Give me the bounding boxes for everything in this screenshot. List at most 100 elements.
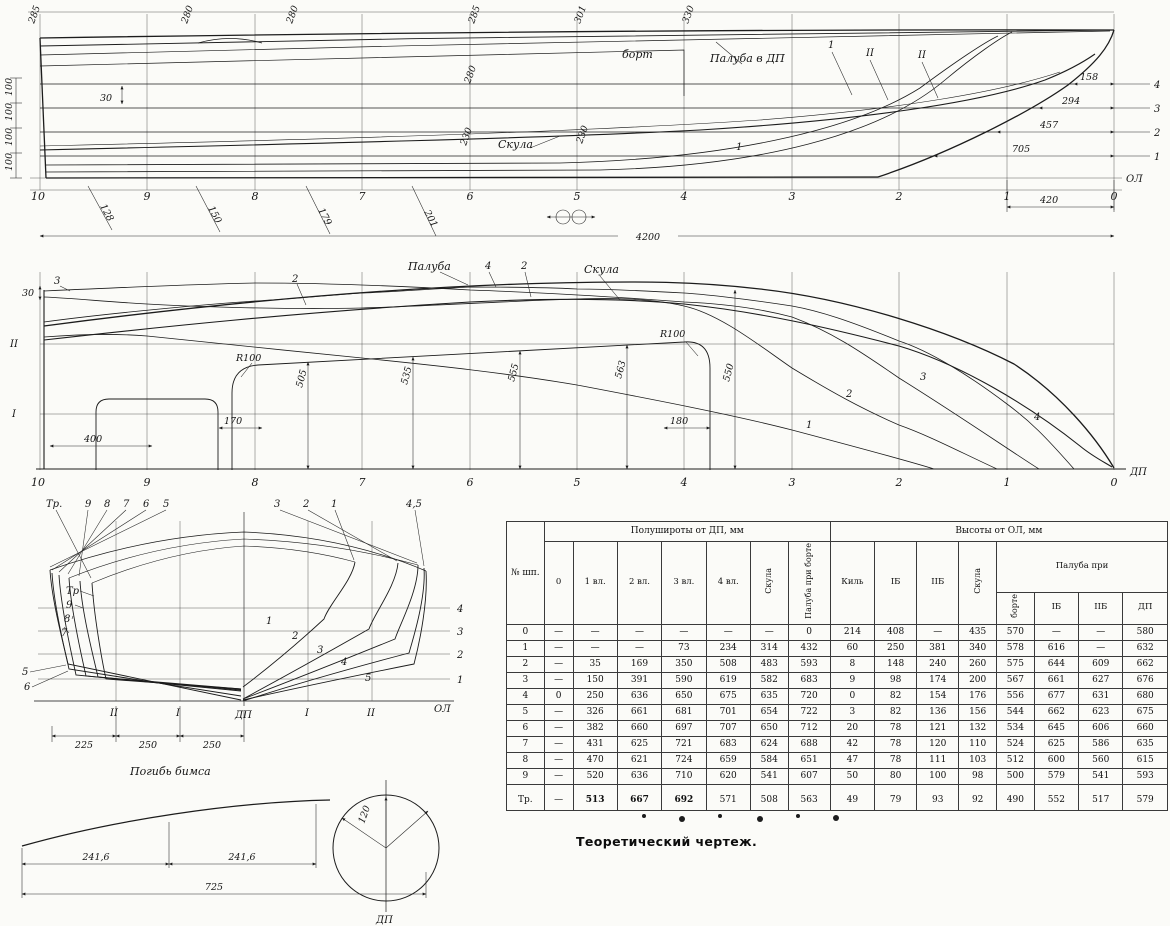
station-label: 6 (467, 190, 474, 203)
table-cell: 631 (1078, 687, 1124, 705)
table-cell: 200 (958, 671, 998, 689)
frame-number-cell: Тр. (506, 783, 545, 811)
table-cell: — (543, 783, 574, 811)
curve-label: II (865, 48, 875, 59)
plan-hull (36, 281, 1126, 470)
table-cell: 103 (958, 751, 998, 769)
table-cell: 578 (996, 639, 1035, 657)
ink-specks (642, 814, 646, 818)
radius-label: R100 (235, 353, 261, 364)
frame-number-header: № шп. (506, 521, 545, 625)
axis-label: II (109, 708, 119, 719)
column-header: Скула (958, 541, 998, 625)
table-cell: 490 (996, 783, 1035, 811)
dim-label: 457 (1039, 120, 1059, 131)
table-cell: 619 (705, 671, 751, 689)
frame-number-cell: 0 (506, 623, 545, 641)
table-cell: 627 (1078, 671, 1124, 689)
frame-number-cell: 9 (506, 767, 545, 785)
section-label: 9 (66, 600, 73, 611)
station-label: 5 (574, 190, 581, 203)
table-cell: 9 (829, 671, 876, 689)
table-cell: 600 (1033, 751, 1080, 769)
table-cell: 683 (705, 735, 751, 753)
figure-caption: Теоретический чертеж. (576, 834, 758, 849)
dim-label: 30 (100, 93, 112, 104)
column-header: IIБ (1078, 591, 1124, 625)
section-label: Тр. (46, 499, 62, 510)
table-cell: 240 (916, 655, 960, 673)
table-cell: 645 (1033, 719, 1080, 737)
buttock-I (45, 31, 1013, 173)
table-cell: 724 (661, 751, 707, 769)
dim-label: 280 (284, 4, 301, 26)
table-cell: — (543, 655, 574, 673)
table-cell: 661 (1033, 671, 1080, 689)
axis-label: I (175, 708, 181, 719)
table-cell: 586 (1078, 735, 1124, 753)
table-cell: 651 (787, 751, 831, 769)
table-cell: 660 (1122, 719, 1168, 737)
station-label: 2 (895, 476, 903, 489)
dim-label: 158 (1080, 72, 1098, 83)
table-cell: 82 (874, 687, 918, 705)
plan-texts: Палуба 4 2 Скула 2 3 30 II I R100 R100 4… (9, 260, 1147, 489)
waterline-number: 2 (456, 650, 463, 661)
table-cell: 721 (661, 735, 707, 753)
dim-label: 420 (1039, 195, 1058, 206)
curve-label: 4 (484, 261, 491, 272)
plan-view: Палуба 4 2 Скула 2 3 30 II I R100 R100 4… (9, 260, 1147, 489)
deck-camber-arc (68, 538, 419, 579)
table-cell: 512 (996, 751, 1035, 769)
table-cell: 176 (958, 687, 998, 705)
station-label: 6 (467, 476, 474, 489)
table-cell: 326 (572, 703, 618, 721)
table-cell: 250 (874, 639, 918, 657)
profile-texts: 285 280 280 285 301 330 280 230 230 30 1… (4, 4, 1160, 243)
column-header: IБ (874, 541, 918, 625)
table-cell: 556 (996, 687, 1035, 705)
dim-label: 301 (572, 4, 589, 25)
table-cell: 508 (705, 655, 751, 673)
table-cell: 650 (749, 719, 789, 737)
table-cell: 3 (829, 703, 876, 721)
table-cell: 73 (661, 639, 707, 657)
section-3 (242, 564, 419, 700)
table-cell: 623 (1078, 703, 1124, 721)
station-label: 1 (1004, 476, 1011, 489)
table-cell: 621 (616, 751, 663, 769)
section-tr (91, 582, 242, 690)
body-plan-view: Тр. 9 8 7 6 5 3 2 1 4,5 Тр 9 8 7 5 6 1 2… (22, 499, 463, 751)
dim-label: 400 (83, 434, 102, 445)
table-cell: 174 (916, 671, 960, 689)
frame-number-cell: 6 (506, 719, 545, 737)
station-label: 8 (252, 190, 259, 203)
table-cell: 681 (661, 703, 707, 721)
station-label: 0 (1111, 476, 1118, 489)
dim-label: 150 (205, 204, 223, 225)
table-cell: — (1078, 623, 1124, 641)
dim-label: 285 (26, 4, 43, 26)
table-cell: 636 (616, 687, 663, 705)
table-cell: 707 (705, 719, 751, 737)
waterline-number: 1 (1154, 152, 1160, 163)
centerline-label: ДП (1129, 467, 1147, 478)
table-cell: 78 (874, 719, 918, 737)
table-cell: 483 (749, 655, 789, 673)
table-cell: — (543, 671, 574, 689)
dim-label: 100 (4, 153, 15, 171)
table-cell: 432 (787, 639, 831, 657)
column-header: Киль (829, 541, 876, 625)
section-label: 6 (24, 682, 31, 693)
dim-label: 725 (205, 882, 223, 893)
table-cell: 47 (829, 751, 876, 769)
column-header: ДП (1122, 591, 1168, 625)
deck-camber-arc (49, 531, 427, 572)
axis-label: ДП (234, 710, 252, 721)
station-label: 5 (574, 476, 581, 489)
curve-label: 1 (828, 40, 834, 51)
